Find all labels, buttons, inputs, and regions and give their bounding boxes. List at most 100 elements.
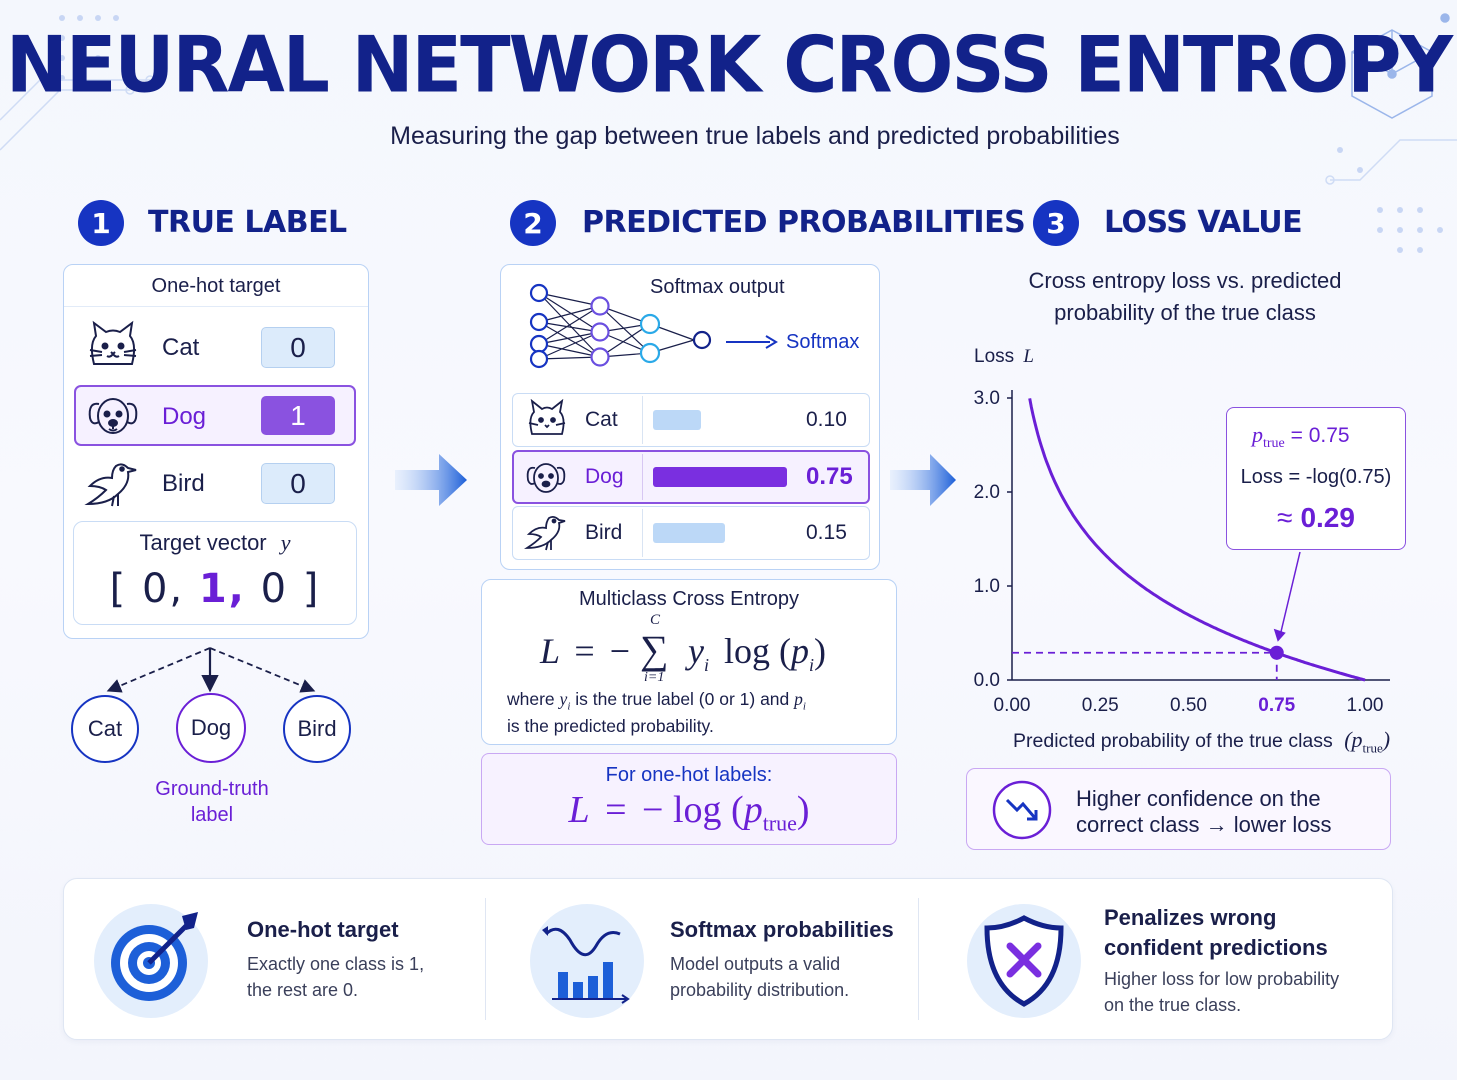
trending-down-icon — [992, 780, 1052, 840]
true-row-bird-value: 0 — [261, 463, 335, 504]
softmax-output-label: Softmax output — [650, 276, 785, 298]
formula-title: Multiclass Cross Entropy — [578, 588, 800, 610]
onehot-lhs: L — [568, 789, 590, 831]
vector-open-bracket: [ — [109, 566, 128, 612]
feature-2-desc-line1: Model outputs a valid — [670, 954, 841, 974]
cat-icon-small — [528, 399, 566, 435]
x-tick-label: 0.50 — [1170, 695, 1207, 716]
y-axis-label-symbol: L — [1023, 346, 1034, 367]
dog-icon — [88, 398, 138, 434]
x-tick-label: 0.00 — [994, 695, 1031, 716]
y-tick-label: 3.0 — [974, 388, 1000, 409]
formula-p: p — [791, 631, 810, 671]
ground-truth-line2: label — [190, 804, 234, 826]
feature-1-desc-line2: the rest are 0. — [247, 980, 359, 1000]
onehot-formula-panel — [481, 753, 897, 845]
softmax-label: Softmax — [786, 331, 860, 353]
loss-curve — [1028, 398, 1366, 682]
shield-x-icon — [967, 904, 1081, 1018]
formula-rparen: ) — [814, 631, 827, 671]
feature-1-title: One-hot target — [247, 917, 399, 942]
formula-p-sub: i — [809, 655, 815, 676]
step-3-title: LOSS VALUE — [1104, 205, 1303, 240]
onehot-title: For one-hot labels: — [605, 764, 773, 786]
formula-log: log — [724, 631, 771, 671]
y-tick-label: 0.0 — [974, 670, 1000, 691]
note-text: is the true label (0 or 1) and — [575, 689, 790, 709]
formula-term: yi log (pi) — [688, 630, 826, 676]
y-axis-label: Loss L — [974, 346, 1034, 368]
target-vector-box — [73, 521, 357, 625]
step-1-badge: 1 — [78, 200, 124, 246]
formula-minus: − — [609, 631, 630, 671]
note-p: p — [794, 689, 803, 709]
formula-y-sub: i — [703, 655, 709, 676]
x-tick-label: 0.25 — [1082, 695, 1119, 716]
onehot-lparen: ( — [731, 789, 744, 831]
annotation-p: ptrue = 0.75 — [1252, 422, 1350, 452]
x-axis-label-sub: true — [1362, 740, 1383, 756]
ground-truth-arrows — [106, 647, 316, 693]
arrow-right-icon — [395, 454, 467, 506]
onehot-rhs: − log — [642, 789, 722, 831]
note-where: where — [507, 689, 555, 709]
vector-v0: 0, — [141, 566, 185, 612]
step-2-badge: 2 — [510, 200, 556, 246]
loss-caption-line2: probability of the true class — [1054, 300, 1316, 325]
vector-close-bracket: ] — [302, 566, 321, 612]
prob-row-dog-label: Dog — [585, 465, 624, 488]
prob-bar-cat — [653, 410, 701, 430]
dog-icon-small — [526, 463, 566, 493]
feature-1-desc-line1: Exactly one class is 1, — [247, 954, 425, 974]
prob-bar-dog — [653, 467, 787, 487]
cat-icon — [89, 320, 137, 365]
annotation-result: ≈0.29 — [1226, 502, 1406, 534]
gt-node-cat: Cat — [71, 695, 139, 763]
x-axis-label-text: Predicted probability of the true class — [1013, 730, 1333, 752]
step-2-title: PREDICTED PROBABILITIES — [582, 205, 1026, 240]
annotation-arrowhead — [1273, 628, 1286, 642]
prob-row-cat-label: Cat — [585, 408, 618, 431]
features-card — [63, 878, 1393, 1040]
true-row-cat-value: 0 — [261, 327, 335, 368]
neural-network-icon — [529, 283, 778, 369]
multiclass-formula: L = − — [540, 630, 630, 672]
anno-p-eq: = 0.75 — [1290, 424, 1350, 447]
onehot-rparen: ) — [796, 789, 810, 831]
target-vector-symbol: y — [280, 530, 291, 555]
formula-lparen: ( — [779, 631, 792, 671]
x-tick-label: 0.75 — [1258, 695, 1295, 716]
formula-eq: = — [574, 631, 595, 671]
true-row-dog-label: Dog — [162, 403, 207, 430]
onehot-formula: L = − log (ptrue) — [481, 788, 897, 837]
anno-p-sub: true — [1263, 436, 1285, 452]
highlight-point — [1269, 645, 1284, 660]
confidence-note-line1: Higher confidence on the — [1076, 786, 1321, 811]
feature-3-title-line1: Penalizes wrong — [1104, 905, 1277, 930]
note-y: y — [559, 689, 568, 709]
annotation-box — [1226, 407, 1406, 550]
target-icon — [94, 904, 208, 1018]
true-row-dog-value: 1 — [261, 396, 335, 435]
page-title: NEURAL NETWORK CROSS ENTROPY — [5, 19, 1453, 111]
prob-row-cat-value: 0.10 — [806, 408, 847, 431]
prob-bar-bird — [653, 523, 725, 543]
gt-node-bird: Bird — [283, 695, 351, 763]
formula-panel — [481, 579, 897, 745]
formula-sum: ∑ — [640, 627, 669, 672]
prob-row-dog-value: 0.75 — [806, 463, 853, 490]
feature-3-title-line2: confident predictions — [1104, 935, 1328, 960]
target-vector-label: Target vector — [139, 530, 267, 555]
y-tick-label: 1.0 — [974, 576, 1000, 597]
formula-y: y — [688, 631, 704, 671]
x-tick-label: 1.00 — [1347, 695, 1384, 716]
page-subtitle: Measuring the gap between true labels an… — [390, 122, 1120, 150]
formula-note-line1: where yi is the true label (0 or 1) and … — [507, 689, 806, 713]
bird-icon-small — [524, 515, 566, 551]
feature-2-desc-line2: probability distribution. — [670, 980, 850, 1000]
y-axis-label-text: Loss — [974, 346, 1015, 367]
confidence-note — [966, 768, 1391, 850]
prob-row-bird-value: 0.15 — [806, 521, 847, 544]
y-tick-label: 2.0 — [974, 482, 1000, 503]
